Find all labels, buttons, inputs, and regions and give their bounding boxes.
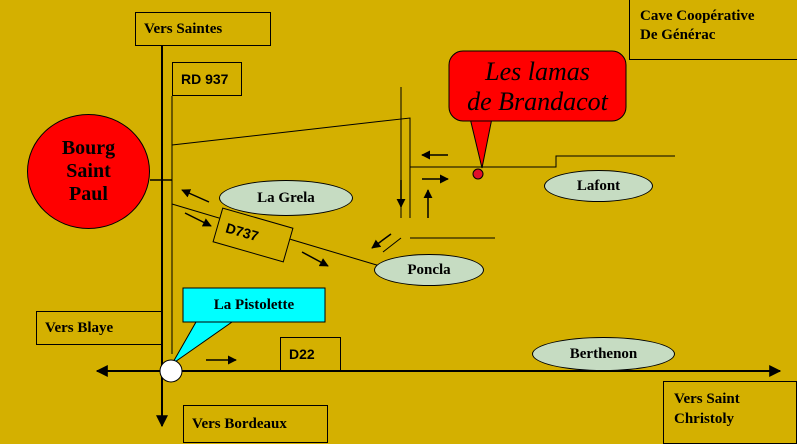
pistolette-callout-pointer [171, 321, 234, 365]
pistolette-callout-box [182, 287, 326, 323]
vers-blaye-label: Vers Blaye [36, 311, 162, 345]
lamas-brandacot-callout: Les lamas de Brandacot [467, 57, 608, 116]
d22-label: D22 [280, 337, 341, 371]
cave-cooperative-label: Cave Coopérative De Générac [629, 0, 797, 60]
road-upper [171, 117, 411, 218]
roundabout [159, 359, 183, 383]
rd937-label: RD 937 [172, 62, 242, 96]
lamas-callout-box [448, 50, 627, 122]
vers-bordeaux-label: Vers Bordeaux [183, 405, 328, 443]
vers-saintes-label: Vers Saintes [135, 12, 271, 46]
vers-saint-christoly-label: Vers Saint Christoly [663, 381, 797, 444]
la-pistolette-label: La Pistolette [213, 296, 295, 313]
road-lafont [410, 155, 675, 168]
brandacot-marker [472, 168, 484, 180]
hamlet-poncla: Poncla [374, 254, 484, 286]
hamlet-lafont: Lafont [544, 170, 653, 202]
hamlet-la-grela: La Grela [219, 180, 353, 216]
hamlet-berthenon: Berthenon [532, 337, 675, 371]
lamas-callout-pointer [469, 117, 493, 169]
bourg-saint-paul: Bourg Saint Paul [27, 114, 150, 229]
